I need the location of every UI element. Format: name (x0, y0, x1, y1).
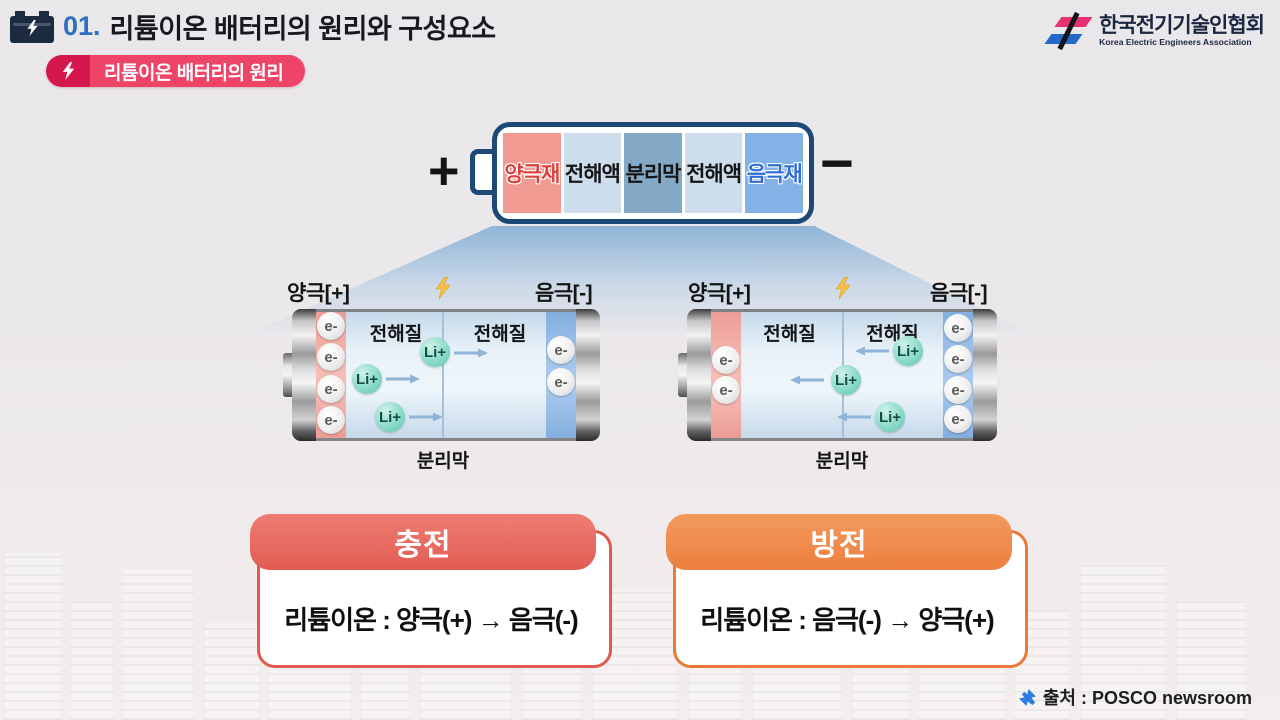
arrow-left-icon (855, 346, 889, 356)
negative-electrode-label: 음극[-] (535, 282, 593, 305)
battery-cross-section: 전해질 전해질 e- e- e- e- e- e- Li+ Li+ Li+ (678, 309, 997, 441)
source-credit-label: 출처 : POSCO newsroom (1042, 688, 1252, 708)
arrow-right-icon (386, 374, 420, 384)
battery-cap-left (292, 309, 316, 441)
discharge-diagram: 양극[+] 음극[-] 전해질 전해질 e- e- e- e- e- e (678, 274, 1012, 479)
section-number: 01. (63, 11, 101, 41)
plus-terminal-label: + (428, 141, 460, 201)
electron: e- (317, 375, 345, 403)
lithium-ion: Li+ (375, 402, 405, 432)
electron: e- (944, 376, 972, 404)
battery-cross-section: 전해질 전해질 e- e- e- e- e- e- Li+ Li+ Li+ (283, 309, 600, 441)
battery-icon (10, 10, 54, 44)
bolt-icon (435, 276, 451, 304)
discharge-card: 방전 리튬이온 : 음극(-) → 양극(+) (666, 514, 1028, 668)
separator-label: 분리막 (815, 451, 869, 472)
electron: e- (944, 314, 972, 342)
source-credit: 출처 : POSCO newsroom (1018, 684, 1252, 710)
electron: e- (712, 346, 740, 374)
arrow-left-icon (837, 412, 871, 422)
electron: e- (944, 345, 972, 373)
negative-electrode-label: 음극[-] (930, 282, 988, 305)
lightning-icon (46, 55, 90, 87)
electron: e- (317, 406, 345, 434)
segment-electrolyte-right: 전해액 (684, 133, 743, 213)
minus-terminal-label: − (820, 131, 854, 196)
electrolyte-label: 전해질 (473, 324, 527, 345)
arrow-right-icon (409, 412, 443, 422)
segment-cathode: 양극재 (503, 133, 561, 213)
separator-label: 분리막 (416, 451, 470, 472)
electron: e- (944, 405, 972, 433)
segment-anode: 음극재 (745, 133, 803, 213)
lithium-ion: Li+ (831, 365, 861, 395)
charge-card-text: 리튬이온 : 양극(+) → 음극(-) (284, 604, 578, 635)
arrow-left-icon (790, 375, 824, 385)
segment-separator: 분리막 (624, 133, 682, 213)
battery-cap-left (687, 309, 711, 441)
electrolyte-label: 전해질 (369, 324, 423, 345)
arrow-right-icon (454, 348, 488, 358)
charge-card: 충전 리튬이온 : 양극(+) → 음극(-) (250, 514, 612, 668)
bolt-icon (835, 276, 851, 304)
battery-overview-diagram: 양극재 전해액 분리막 전해액 음극재 (492, 122, 814, 224)
battery-terminal (283, 353, 293, 397)
battery-terminal-nub (470, 149, 496, 195)
section-badge: 리튬이온 배터리의 원리 (46, 55, 306, 87)
battery-terminal (678, 353, 688, 397)
electron: e- (317, 343, 345, 371)
section-badge-label: 리튬이온 배터리의 원리 (90, 55, 306, 87)
battery-cap-right (576, 309, 600, 441)
slide-header: 01. 리튬이온 배터리의 원리와 구성요소 (10, 7, 496, 46)
charge-diagram: 양극[+] 음극[-] 전해질 전해질 e- e- e- e- e- e (283, 274, 617, 479)
separator-line (442, 312, 444, 438)
electron: e- (712, 376, 740, 404)
electron: e- (547, 336, 575, 364)
lithium-ion: Li+ (420, 337, 450, 367)
page-title: 리튬이온 배터리의 원리와 구성요소 (109, 14, 497, 44)
org-logo: 한국전기기술인협회 Korea Electric Engineers Assoc… (1043, 11, 1265, 51)
lithium-ion: Li+ (893, 336, 923, 366)
electron: e- (317, 312, 345, 340)
segment-electrolyte-left: 전해액 (563, 133, 622, 213)
battery-cap-right (973, 309, 997, 441)
electron: e- (547, 368, 575, 396)
discharge-card-title: 방전 (666, 514, 1012, 570)
discharge-card-text: 리튬이온 : 음극(-) → 양극(+) (700, 604, 994, 635)
positive-electrode-label: 양극[+] (688, 282, 751, 305)
pushpin-icon (1018, 688, 1036, 706)
org-logo-icon (1043, 11, 1093, 51)
positive-electrode (711, 312, 741, 438)
charge-card-title: 충전 (250, 514, 596, 570)
positive-electrode-label: 양극[+] (287, 282, 350, 305)
electrolyte-label: 전해질 (763, 324, 816, 345)
lithium-ion: Li+ (875, 402, 905, 432)
org-name-kr: 한국전기기술인협회 (1099, 14, 1265, 38)
lithium-ion: Li+ (352, 364, 382, 394)
org-name-en: Korea Electric Engineers Association (1099, 36, 1252, 47)
